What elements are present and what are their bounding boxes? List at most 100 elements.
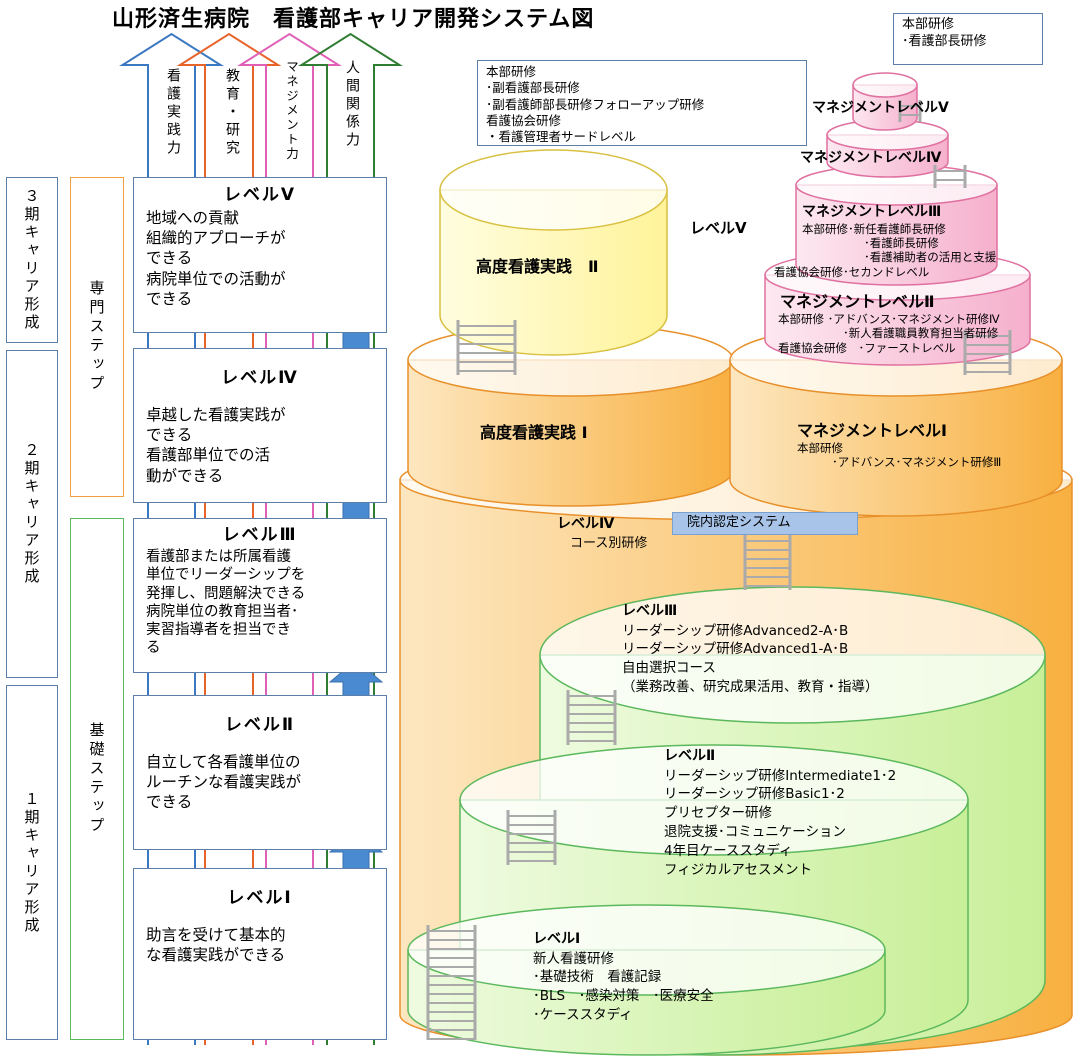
top-training-note: 本部研修･副看護部長研修･副看護師部長研修フォローアップ研修看護協会研修・看護管…: [477, 60, 807, 146]
green-level-line: ･基礎技術 看護記録: [533, 969, 662, 986]
level-box-line: な看護実践ができる: [146, 946, 286, 965]
green-level-line: 退院支援･コミュニケーション: [664, 824, 846, 841]
level-box-line: る: [146, 639, 161, 656]
level-box-line: 発揮し、問題解決できる: [146, 585, 306, 602]
note-line: 看護協会研修: [486, 112, 562, 128]
cylinder-management-4: [826, 119, 949, 178]
cylinder-management-3: [795, 164, 998, 286]
green-level-line: リーダーシップ研修Advanced1-A･B: [622, 641, 849, 658]
level-box-title: レベルⅢ: [222, 525, 298, 545]
m1-line: ･アドバンス･マネジメント研修Ⅲ: [832, 455, 1002, 470]
step-basic: 基礎ステップ: [70, 518, 124, 1040]
level-box-line: できる: [146, 426, 193, 445]
m3-line: 本部研修･新任看護師長研修: [802, 221, 946, 236]
level-box-line: 組織的アプローチが: [146, 229, 286, 248]
ladder-icon: [743, 535, 792, 590]
m3-line: ･看護補助者の活用と支援: [864, 250, 997, 265]
ladder-icon: [456, 320, 517, 375]
arrow-label-relationships: 人間関係力: [344, 60, 360, 150]
level-4-title: レベルⅣ: [557, 516, 615, 532]
advanced-practice-2: 高度看護実践 Ⅱ: [476, 257, 599, 276]
note-line: 本部研修: [902, 17, 955, 32]
cylinder-green-level-1: [407, 904, 886, 1056]
advanced-practice-1: 高度看護実践 Ⅰ: [480, 423, 588, 442]
green-level-line: 自由選択コース: [622, 660, 716, 677]
green-level-line: リーダーシップ研修Advanced2-A･B: [622, 622, 849, 639]
green-level-line: リーダーシップ研修Basic1･2: [664, 786, 845, 803]
level-box-title: レベルⅤ: [223, 185, 297, 205]
note-line: ･看護部長研修: [902, 33, 987, 49]
level-box-line: 病院単位の教育担当者･: [146, 603, 299, 620]
in-house-certification-badge: 院内認定システム: [672, 512, 858, 535]
m3-title: マネジメントレベルⅢ: [802, 204, 942, 220]
level-box-line: できる: [146, 289, 193, 308]
ladder-icon: [933, 165, 967, 188]
period-2: ２期キャリア形成: [6, 350, 58, 678]
level-box-line: 病院単位での活動が: [146, 269, 286, 288]
green-level-title: レベルⅡ: [664, 748, 716, 764]
green-level-line: 新人看護研修: [533, 950, 614, 967]
arrow-label-management: マネジメント力: [284, 60, 299, 162]
arrow-label-education-research: 教育・研究: [224, 68, 240, 158]
m3-line: ･看護師長研修: [864, 235, 939, 250]
level-box-line: 単位でリーダーシップを: [146, 567, 306, 584]
green-level-line: 4年目ケーススタディ: [664, 843, 793, 860]
level-5-label: レベルⅤ: [690, 219, 747, 237]
m3-line: 看護協会研修･セカンドレベル: [774, 264, 930, 279]
green-level-line: フィジカルアセスメント: [664, 862, 812, 879]
cylinder-advanced-2: [439, 149, 668, 356]
level-4-sub: コース別研修: [570, 536, 648, 551]
level-box-line: 看護部単位での活: [146, 446, 271, 465]
level-box-2: レベルⅡ 自立して各看護単位のルーチンな看護実践ができる: [133, 695, 387, 850]
green-level-line: （業務改善、研究成果活用、教育・指導）: [622, 679, 879, 696]
ladder-icon: [963, 330, 1012, 375]
level-box-line: 看護部または所属看護: [146, 549, 291, 566]
level-box-line: 卓越した看護実践が: [146, 406, 286, 425]
note-line: 本部研修: [486, 64, 537, 79]
ladder-icon: [566, 690, 617, 745]
level-box-line: 実習指導者を担当でき: [146, 621, 291, 638]
m2-line: 看護協会研修 ･ファーストレベル: [778, 340, 956, 355]
level-box-1: レベルⅠ 助言を受けて基本的な看護実践ができる: [133, 868, 387, 1040]
green-level-line: ･BLS ･感染対策 ･医療安全: [533, 988, 714, 1005]
ladder-icon: [898, 100, 922, 122]
management-level-5: マネジメントレベルⅤ: [812, 100, 949, 116]
management-level-2: マネジメントレベルⅡ 本部研修 ･アドバンス･マネジメント研修Ⅳ ･新人看護職員…: [778, 292, 1000, 355]
level-box-3: レベルⅢ 看護部または所属看護単位でリーダーシップを発揮し、問題解決できる病院単位…: [133, 518, 387, 673]
top-right-training-note: 本部研修･看護部長研修: [893, 13, 1043, 65]
level-box-line: できる: [146, 793, 193, 812]
m2-line: 本部研修 ･アドバンス･マネジメント研修Ⅳ: [778, 312, 1000, 326]
level-box-title: レベルⅡ: [224, 715, 296, 735]
level-box-line: 自立して各看護単位の: [146, 753, 301, 772]
green-level-title: レベルⅠ: [533, 931, 581, 947]
arrow-label-nursing-practice: 看護実践力: [165, 68, 181, 158]
level-box-line: ルーチンな看護実践が: [146, 773, 302, 792]
note-line: ・看護管理者サードレベル: [486, 129, 637, 144]
note-line: ･副看護師部長研修フォローアップ研修: [486, 96, 705, 112]
green-level-line: リーダーシップ研修Intermediate1･2: [664, 767, 897, 784]
note-line: ･副看護部長研修: [486, 80, 580, 96]
page-title: 山形済生病院 看護部キャリア開発システム図: [112, 7, 595, 32]
ladder-icon: [506, 810, 557, 865]
ability-arrow: [298, 32, 403, 1045]
m1-title: マネジメントレベルⅠ: [797, 421, 947, 440]
period-1: １期キャリア形成: [6, 685, 58, 1040]
level-box-title: レベルⅠ: [227, 888, 293, 908]
level-box-5: レベルⅤ 地域への貢献組織的アプローチができる病院単位での活動ができる: [133, 177, 387, 333]
green-level-2: レベルⅡ リーダーシップ研修Intermediate1･2 リーダーシップ研修Bas…: [664, 747, 896, 880]
m2-title: マネジメントレベルⅡ: [780, 292, 935, 311]
level-box-line: できる: [146, 249, 193, 268]
level-box-line: 地域への貢献: [146, 209, 240, 228]
green-level-line: プリセプター研修: [664, 805, 772, 822]
management-level-1: マネジメントレベルⅠ 本部研修 ･アドバンス･マネジメント研修Ⅲ: [797, 421, 1001, 470]
step-specialist: 専門ステップ: [70, 177, 124, 497]
ladder-icon: [426, 925, 477, 1040]
m2-line: ･新人看護職員教育担当者研修: [843, 326, 999, 341]
management-level-4: マネジメントレベルⅣ: [800, 150, 942, 166]
level-box-line: 助言を受けて基本的: [146, 926, 286, 945]
green-level-title: レベルⅢ: [622, 603, 678, 619]
